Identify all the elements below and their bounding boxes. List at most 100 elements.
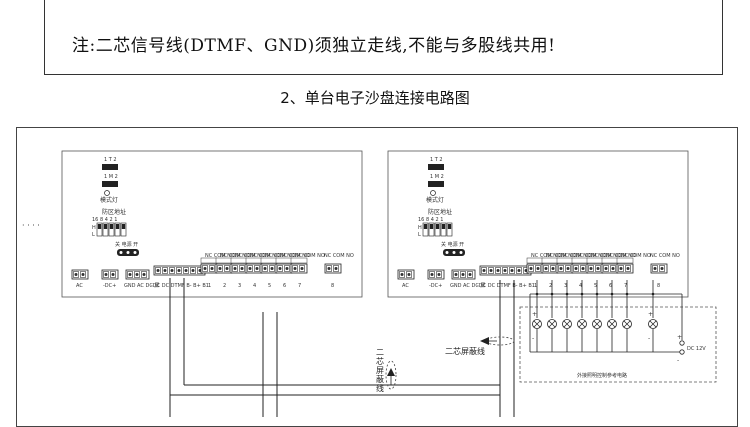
dip-switch bbox=[108, 222, 115, 237]
signal-label: -DC DC DTMF B- B+ B1 bbox=[151, 283, 209, 289]
mode-light-led bbox=[430, 190, 436, 196]
channel-header bbox=[601, 257, 619, 264]
channel-header bbox=[200, 257, 218, 264]
dip-switch bbox=[114, 222, 121, 237]
terminal-block-body bbox=[397, 269, 415, 280]
terminal-screw-head bbox=[210, 267, 214, 270]
dip-h-label: H bbox=[92, 225, 96, 231]
channel-header bbox=[245, 257, 263, 264]
terminal-screw-head bbox=[589, 267, 593, 270]
dip-switch-knob bbox=[103, 224, 108, 229]
channel-number: 5 bbox=[594, 283, 597, 289]
dip-h-label: H bbox=[418, 225, 422, 231]
terminal-screw-head bbox=[619, 267, 623, 270]
terminal-screw-head bbox=[191, 269, 195, 272]
terminal-screw-head bbox=[300, 267, 304, 270]
terminal-screw-head bbox=[611, 267, 615, 270]
channel-header bbox=[526, 257, 544, 264]
terminal-screw-head bbox=[74, 273, 78, 276]
terminal-screw-head bbox=[203, 267, 207, 270]
channel-terminal bbox=[230, 263, 248, 274]
cable-label-right: 二芯屏蔽线 bbox=[445, 346, 485, 356]
dip-numbers: 16 8 4 2 1 bbox=[92, 217, 117, 223]
dip-switch bbox=[96, 222, 103, 237]
terminal-screw-head bbox=[430, 273, 434, 276]
dip-switch-knob bbox=[423, 224, 428, 229]
dip-switch bbox=[102, 222, 109, 237]
channel-pin-label: NC COM NO bbox=[324, 253, 354, 259]
channel-terminal bbox=[541, 263, 559, 274]
terminal-screw-head bbox=[503, 269, 507, 272]
channel-pin-label: NC COM NO bbox=[561, 253, 591, 259]
mode-light-led bbox=[104, 190, 110, 196]
dip-switch-knob bbox=[109, 224, 114, 229]
terminal-screw-head bbox=[529, 267, 533, 270]
terminal-screw-head bbox=[104, 273, 108, 276]
mode-light-label: 模式灯 bbox=[426, 196, 444, 204]
terminal-screw-head bbox=[293, 267, 297, 270]
channel-header bbox=[230, 257, 248, 264]
channel-terminal bbox=[324, 263, 342, 274]
power-switch-dot bbox=[126, 251, 130, 254]
dc-terminal bbox=[427, 269, 445, 280]
terminal-screw-head bbox=[596, 267, 600, 270]
terminal-screw-head bbox=[517, 269, 521, 272]
channel-number: 3 bbox=[238, 283, 241, 289]
dip-switch bbox=[120, 222, 127, 237]
supply-plus-label: + bbox=[677, 334, 682, 341]
channel-number: 2 bbox=[549, 283, 552, 289]
channel-terminal bbox=[556, 263, 574, 274]
terminal-block-body bbox=[427, 269, 445, 280]
terminal-screw-head bbox=[240, 267, 244, 270]
channel-number: 6 bbox=[609, 283, 612, 289]
terminal-screw-head bbox=[156, 269, 160, 272]
dip-l-label: L bbox=[418, 232, 421, 238]
terminal-screw-head bbox=[218, 267, 222, 270]
channel-number: 4 bbox=[579, 283, 582, 289]
channel-header bbox=[275, 257, 293, 264]
lighting-reference-circuit bbox=[519, 280, 717, 383]
terminal-screw-head bbox=[496, 269, 500, 272]
ac-terminal bbox=[397, 269, 415, 280]
terminal-screw-head bbox=[263, 267, 267, 270]
terminal-screw-head bbox=[510, 269, 514, 272]
jumper-m-label: 1 M 2 bbox=[430, 174, 444, 180]
terminal-screw-head bbox=[184, 269, 188, 272]
dip-switch-knob bbox=[97, 224, 102, 229]
reference-circuit-box bbox=[519, 306, 717, 383]
channel-pin-label: NC COM NO bbox=[295, 253, 325, 259]
channel-pin-label: NC COM NO bbox=[546, 253, 576, 259]
channel-terminal bbox=[526, 263, 544, 274]
channel-terminal bbox=[601, 263, 619, 274]
channel-number: 8 bbox=[331, 283, 334, 289]
terminal-block-body bbox=[290, 263, 308, 274]
terminal-screw-head bbox=[170, 269, 174, 272]
lamp-cross bbox=[533, 320, 541, 328]
section-title: 2、单台电子沙盘连接电路图 bbox=[280, 89, 470, 107]
jumper-t-label: 1 T 2 bbox=[104, 157, 117, 163]
terminal-screw-head bbox=[81, 273, 85, 276]
terminal-screw-head bbox=[255, 267, 259, 270]
terminal-block-body bbox=[324, 263, 342, 274]
dip-switch-knob bbox=[441, 224, 446, 229]
zone-address-label: 防区地址 bbox=[428, 208, 452, 216]
dip-switch-knob bbox=[447, 224, 452, 229]
jumper-t bbox=[102, 164, 118, 170]
channel-pin-label: NC COM NO bbox=[235, 253, 265, 259]
terminal-screw-head bbox=[653, 267, 657, 270]
terminal-screw-head bbox=[454, 273, 458, 276]
channel-pin-label: NC COM NO bbox=[220, 253, 250, 259]
wiring bbox=[169, 278, 515, 417]
channel-header bbox=[556, 257, 574, 264]
channel-header bbox=[541, 257, 559, 264]
channel-header bbox=[571, 257, 589, 264]
jumper-t-label: 1 T 2 bbox=[430, 157, 443, 163]
arrow-up-icon bbox=[387, 368, 395, 376]
dip-l-label: L bbox=[92, 232, 95, 238]
terminal-screw-head bbox=[566, 267, 570, 270]
power-switch-dot bbox=[133, 251, 137, 254]
channel-header bbox=[215, 257, 233, 264]
channel-terminal bbox=[200, 263, 218, 274]
